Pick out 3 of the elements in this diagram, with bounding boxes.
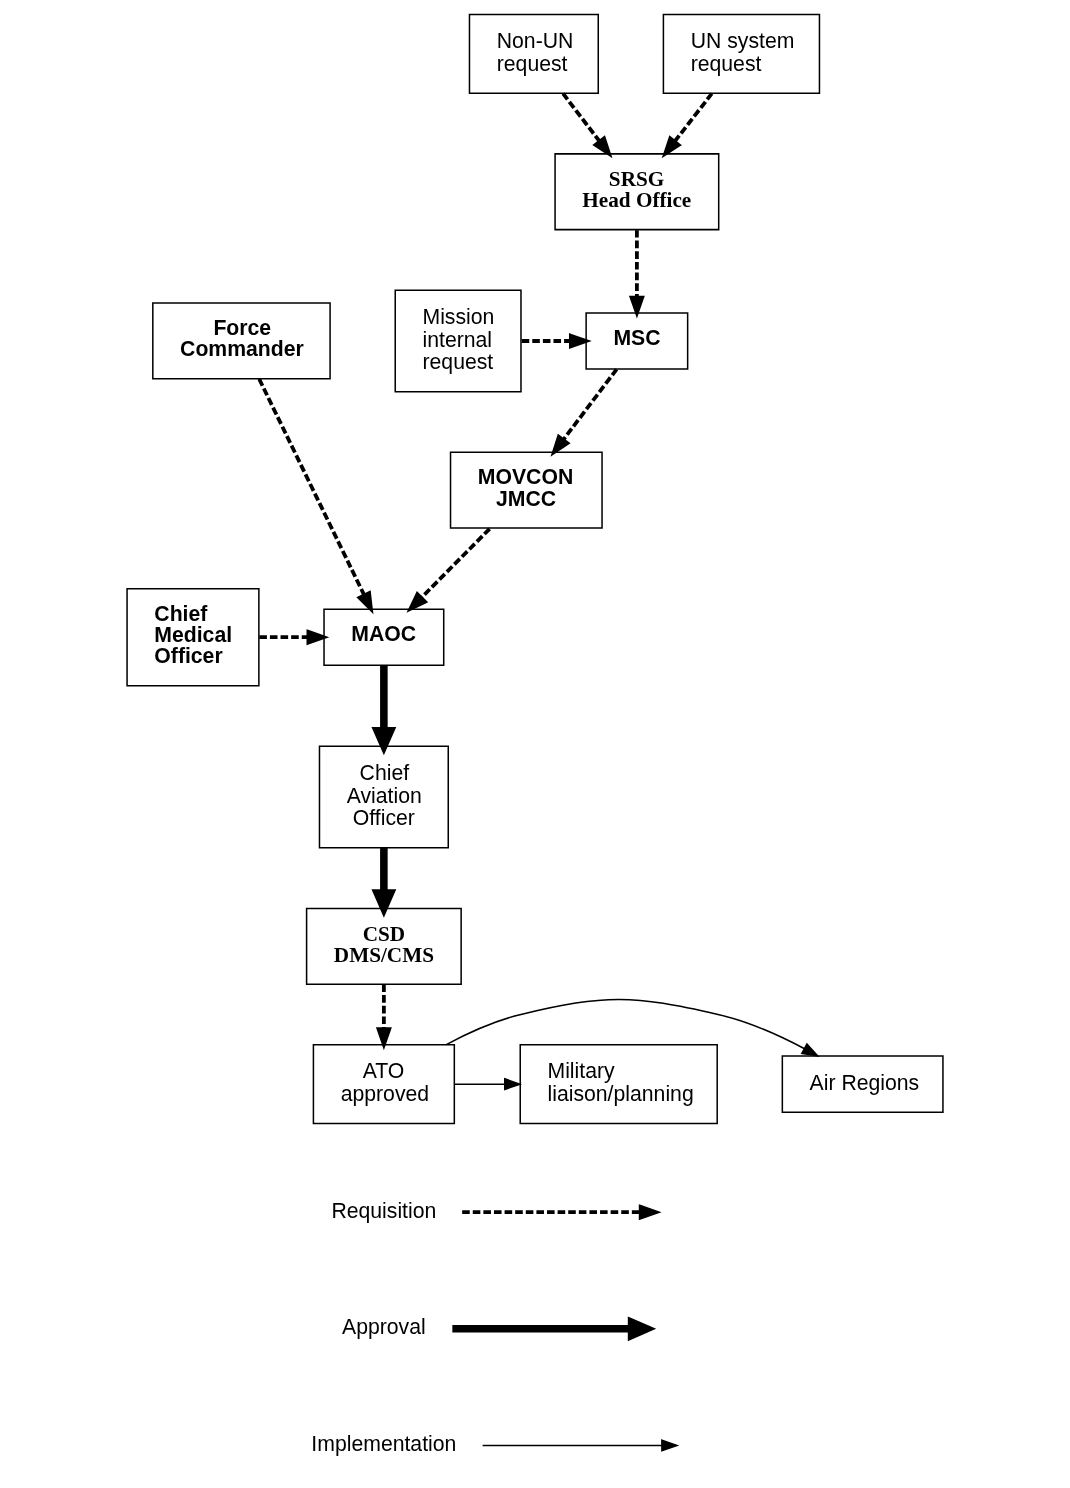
legend-label: Approval [342, 1315, 426, 1339]
legend-label: Requisition [331, 1198, 437, 1222]
legend-label: Implementation [311, 1432, 457, 1456]
